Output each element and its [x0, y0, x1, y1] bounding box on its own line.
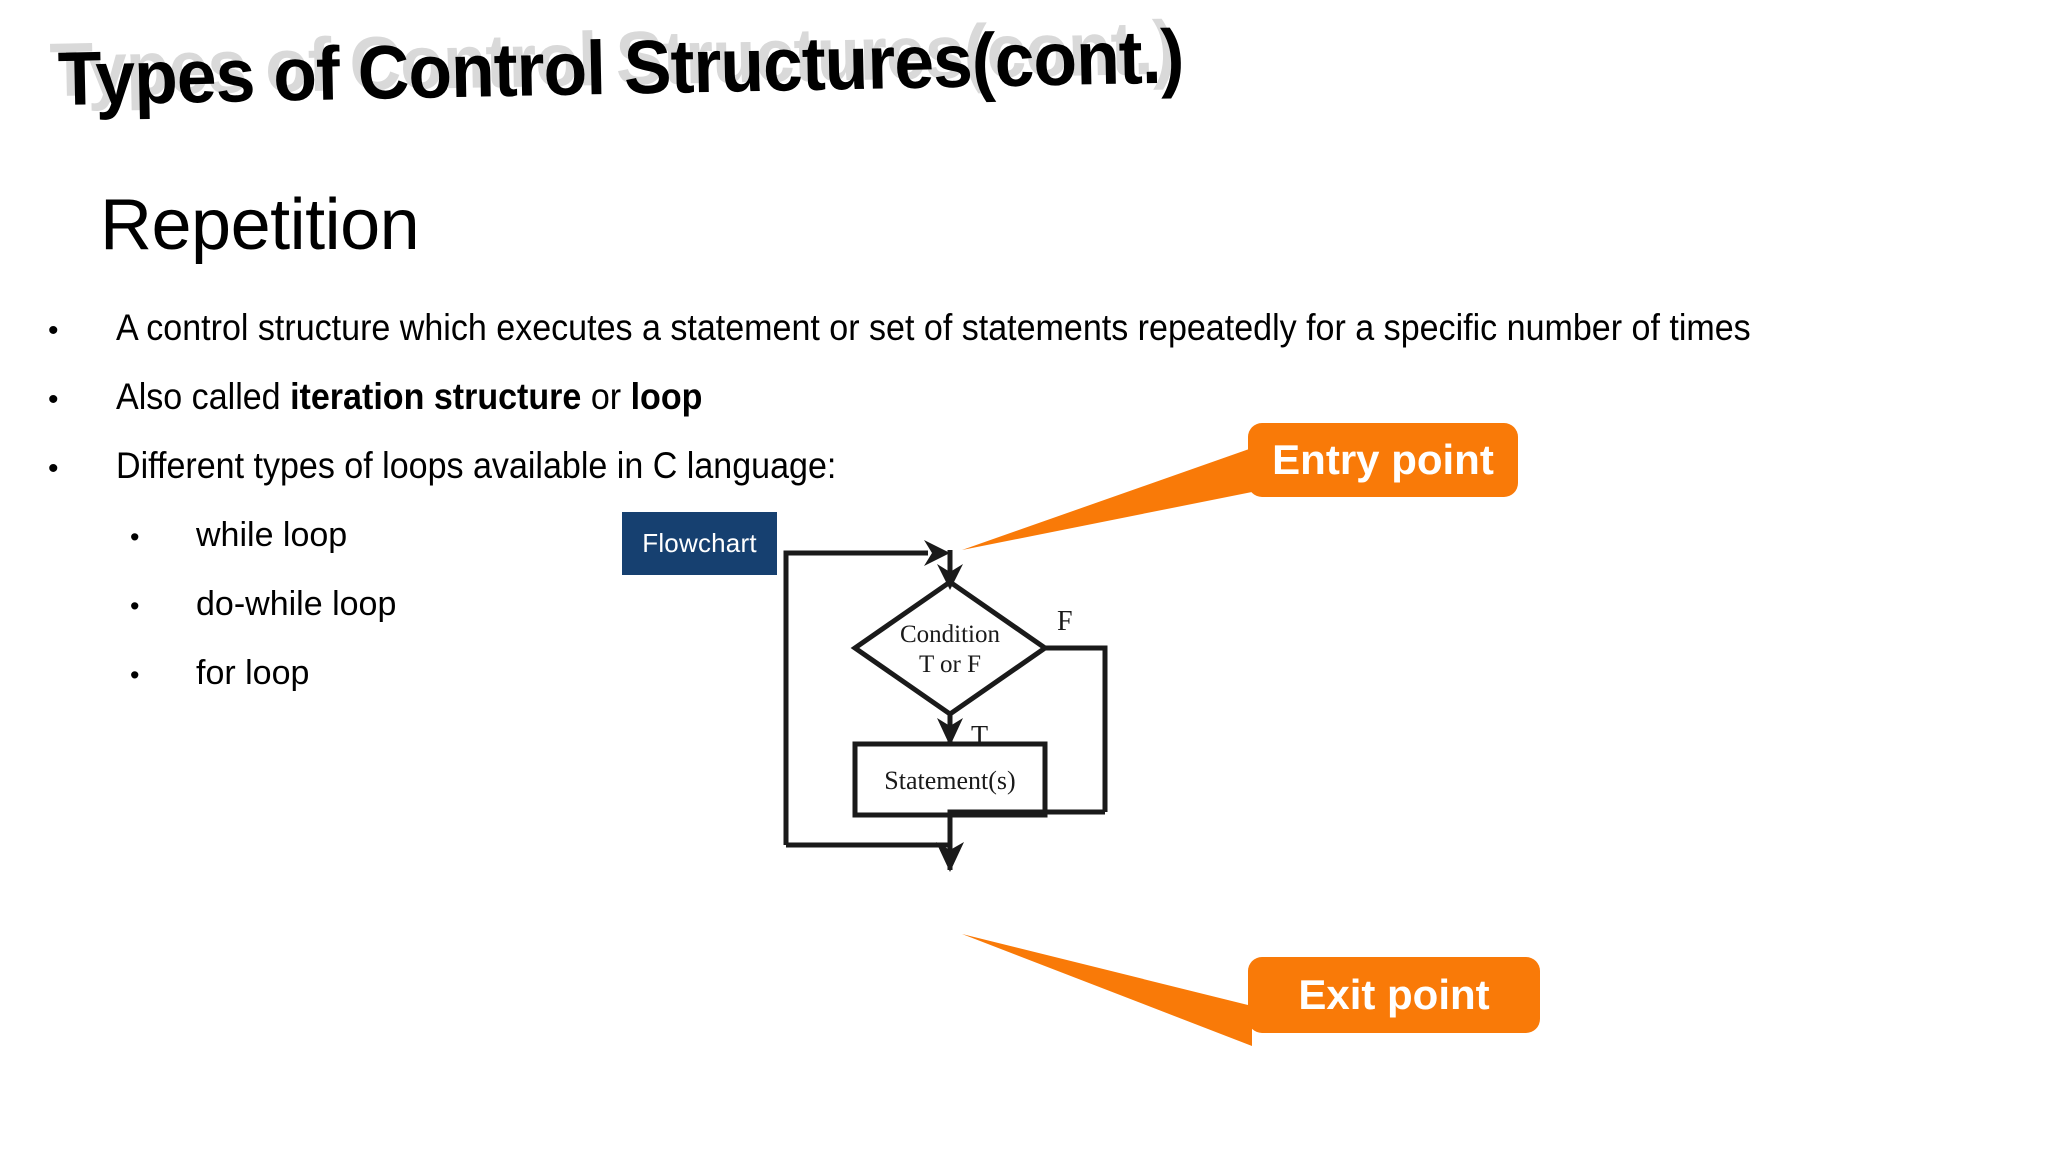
- bullet-text-1: A control structure which executes a sta…: [116, 307, 1751, 348]
- statement-text: Statement(s): [884, 766, 1015, 795]
- page-subtitle: Repetition: [100, 185, 420, 265]
- bullet-item-1: • A control structure which executes a s…: [48, 306, 1893, 353]
- sub-bullet-item-for-loop: • for loop: [130, 652, 309, 696]
- entry-arrowheads: [924, 540, 963, 590]
- bullet-marker: •: [130, 591, 140, 621]
- false-branch-rail-path: [1045, 645, 1108, 812]
- exit-point-leader: [962, 934, 1252, 1046]
- bullet-marker: •: [48, 383, 59, 416]
- sub-bullet-text-do-while-loop: do-while loop: [196, 585, 397, 623]
- entry-point-label: Entry point: [1272, 436, 1494, 483]
- sub-bullet-text-while-loop: while loop: [196, 516, 348, 554]
- bullet-text-2: Also called iteration structure or loop: [116, 376, 703, 417]
- entry-arrowhead: [937, 564, 963, 590]
- bullet-marker: •: [130, 522, 140, 552]
- loopback-arrowhead: [924, 540, 950, 566]
- repetition-flowchart: Condition T or F Statement(s) F T: [783, 540, 1108, 872]
- bullet-item-2: • Also called iteration structure or loo…: [48, 375, 753, 422]
- exit-point-label: Exit point: [1298, 971, 1490, 1018]
- flowchart-chip-text: Flowchart: [642, 528, 757, 558]
- decision-diamond: [850, 578, 1050, 718]
- loop-back-path: [783, 550, 928, 845]
- true-arrowhead: [937, 718, 963, 746]
- exit-arrowhead: [936, 842, 964, 872]
- flowchart-label-chip: Flowchart: [622, 512, 777, 575]
- bullet-text-3: Different types of loops available in C …: [116, 445, 837, 486]
- true-branch-label: T: [971, 721, 988, 752]
- bullet-marker: •: [48, 314, 59, 347]
- statement-to-loopback-path: [786, 815, 953, 848]
- page-title-text: Types of Control Structures(cont.): [57, 14, 1185, 122]
- sub-bullet-item-do-while-loop: • do-while loop: [130, 583, 396, 627]
- bullet-marker: •: [130, 660, 140, 690]
- decision-text-line-1: Condition: [900, 621, 1001, 648]
- false-branch-label: F: [1057, 606, 1073, 637]
- bullet-item-3: • Different types of loops available in …: [48, 444, 899, 491]
- sub-bullet-item-while-loop: • while loop: [130, 514, 347, 558]
- sub-bullet-text-for-loop: for loop: [196, 654, 310, 692]
- page-title: Types of Control Structures(cont.) Types…: [49, 0, 1579, 138]
- bullet-marker: •: [48, 452, 59, 485]
- false-branch-to-exit-path: [947, 809, 1105, 870]
- exit-point-callout: Exit point: [1248, 957, 1540, 1033]
- entry-point-callout: Entry point: [1248, 423, 1518, 497]
- statement-box: [852, 741, 1048, 818]
- entry-point-leader: [962, 448, 1252, 550]
- decision-text-line-2: T or F: [919, 651, 981, 678]
